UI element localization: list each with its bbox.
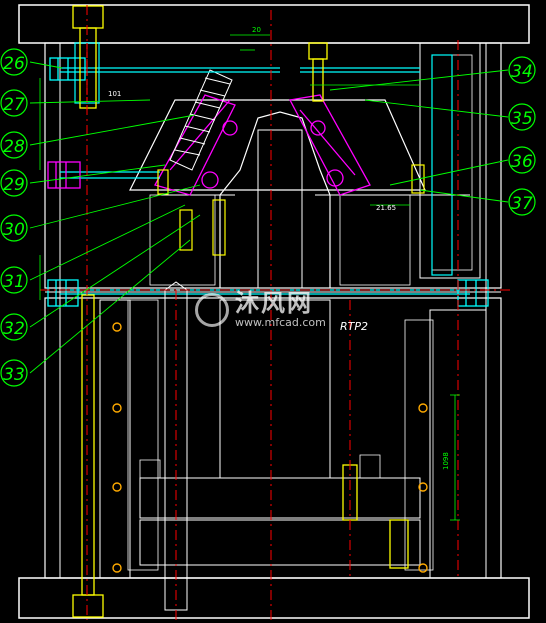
balloon-26: 26 bbox=[0, 48, 28, 76]
screw-heads bbox=[112, 322, 428, 573]
dim-text-top: 20 bbox=[252, 26, 261, 34]
center-lines bbox=[40, 5, 510, 620]
right-guide-block bbox=[419, 42, 481, 279]
balloon-32: 32 bbox=[0, 313, 28, 341]
balloon-36-label: 36 bbox=[511, 152, 533, 172]
dim-text-101: 101 bbox=[108, 90, 121, 98]
ejector-retainer bbox=[139, 519, 421, 566]
balloon-33-label: 33 bbox=[3, 365, 25, 385]
balloon-30: 30 bbox=[0, 214, 28, 242]
balloon-36: 36 bbox=[508, 146, 536, 174]
core-outline bbox=[219, 111, 331, 288]
watermark-url: www.mfcad.com bbox=[235, 316, 326, 329]
balloon-28: 28 bbox=[0, 131, 28, 159]
guide-pin-right bbox=[431, 54, 453, 276]
slider-block-right bbox=[339, 194, 411, 286]
balloon-34: 34 bbox=[508, 56, 536, 84]
dimension-lines bbox=[39, 34, 460, 521]
balloon-29-label: 29 bbox=[3, 175, 25, 195]
ejector-step-right bbox=[359, 454, 381, 478]
watermark-logo-icon bbox=[195, 292, 229, 327]
balloon-27-label: 27 bbox=[3, 95, 25, 115]
dim-text-2165: 21.65 bbox=[376, 204, 396, 212]
top-screw-center bbox=[308, 42, 328, 102]
angled-slider-left bbox=[154, 94, 238, 196]
slider-block-left bbox=[149, 194, 216, 286]
water-fitting-31 bbox=[47, 279, 79, 307]
bottom-screw-right bbox=[389, 519, 409, 569]
dim-text-1098: 1098 bbox=[442, 452, 450, 470]
ejector-step-left bbox=[139, 459, 161, 478]
bottom-screw-left bbox=[72, 294, 104, 618]
water-fitting-29 bbox=[47, 161, 81, 189]
core-pin bbox=[257, 129, 303, 289]
balloon-28-label: 28 bbox=[3, 137, 25, 157]
balloon-31: 31 bbox=[0, 266, 28, 294]
balloon-37-label: 37 bbox=[511, 194, 533, 214]
side-block-left bbox=[127, 299, 159, 571]
balloon-34-label: 34 bbox=[511, 62, 533, 82]
balloon-37: 37 bbox=[508, 188, 536, 216]
balloon-27: 27 bbox=[0, 89, 28, 117]
balloon-26-label: 26 bbox=[3, 54, 25, 74]
balloon-29: 29 bbox=[0, 169, 28, 197]
balloon-31-label: 31 bbox=[3, 272, 25, 292]
balloon-35-label: 35 bbox=[511, 109, 533, 129]
water-fitting-26 bbox=[49, 57, 86, 81]
spacer-block-left bbox=[99, 299, 131, 579]
water-fitting-right bbox=[457, 279, 489, 307]
core-support bbox=[219, 299, 331, 479]
watermark: 沐风网 www.mfcad.com bbox=[195, 290, 326, 329]
spring-pin-36 bbox=[411, 164, 425, 194]
b-plate bbox=[44, 297, 502, 579]
balloon-33: 33 bbox=[0, 359, 28, 387]
balloon-32-label: 32 bbox=[3, 319, 25, 339]
watermark-title: 沐风网 bbox=[235, 289, 313, 317]
leader-lines bbox=[29, 61, 509, 374]
angled-slider-right bbox=[289, 94, 371, 196]
balloon-30-label: 30 bbox=[3, 220, 25, 240]
section-label: RTP2 bbox=[340, 320, 368, 333]
balloon-35: 35 bbox=[508, 103, 536, 131]
cavity-insert bbox=[129, 99, 426, 191]
top-screw-left bbox=[72, 5, 104, 109]
